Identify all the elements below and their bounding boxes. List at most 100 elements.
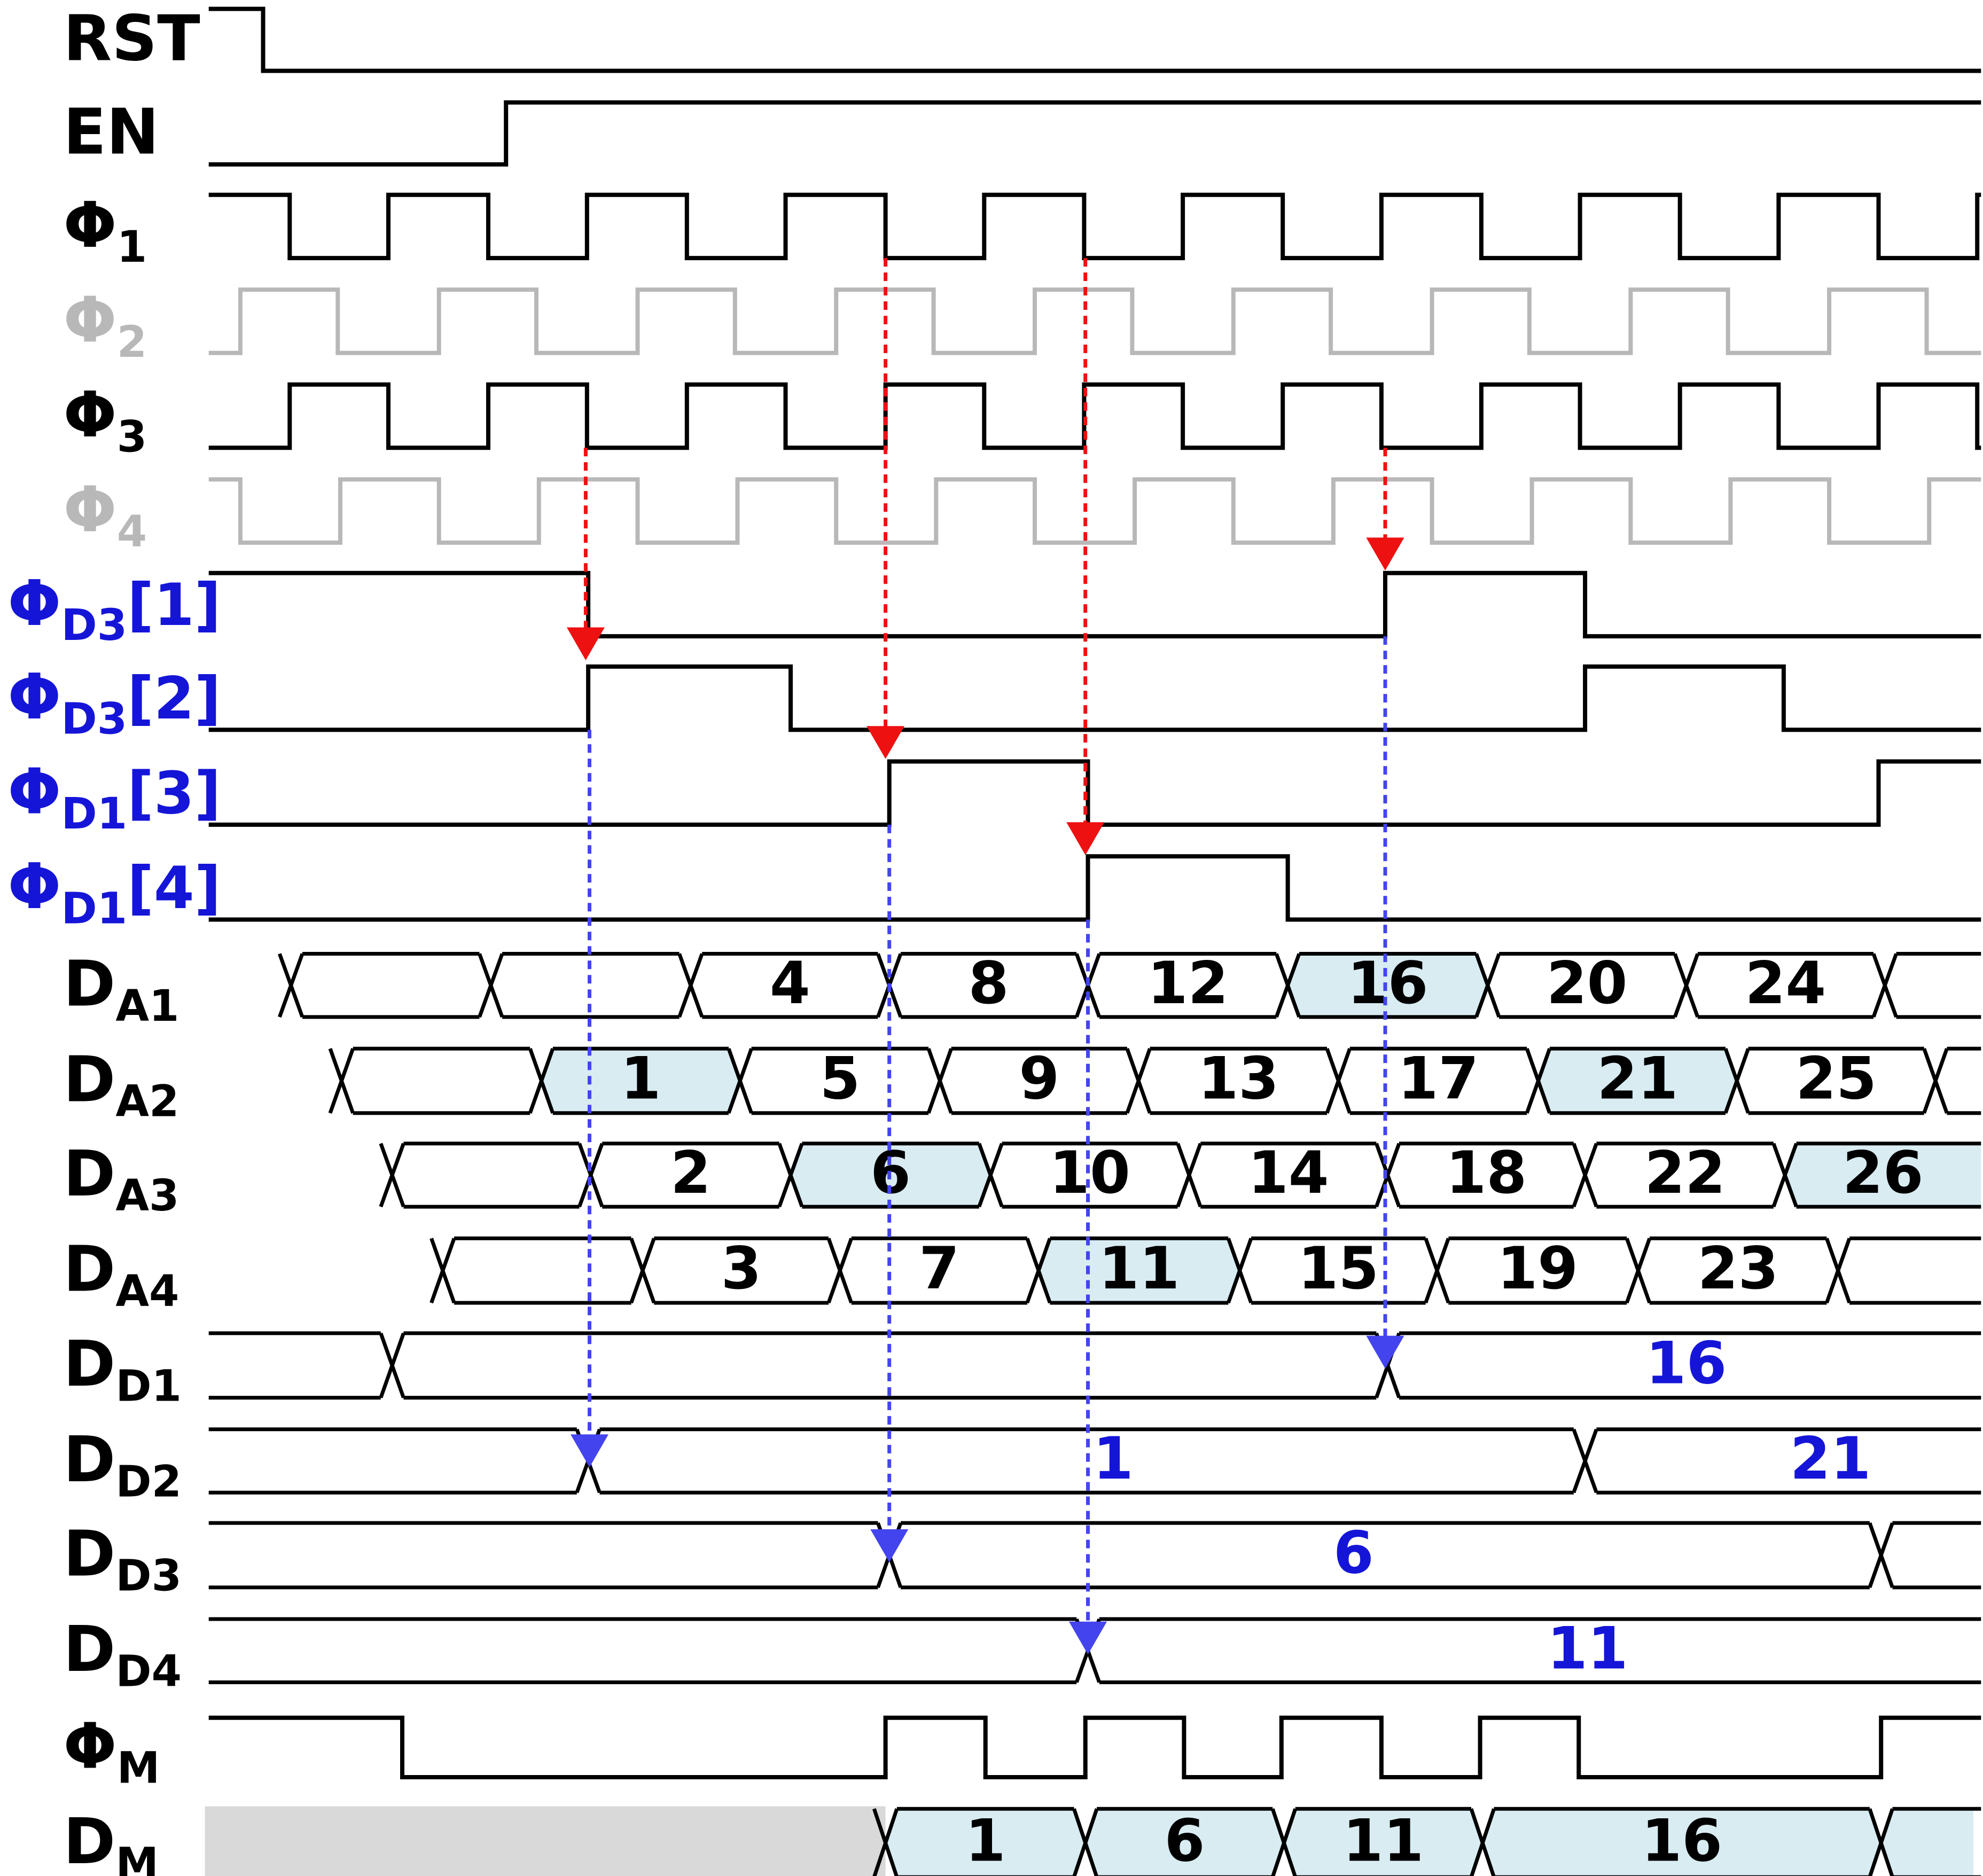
bus-value-dm-11: 11 [1343, 1807, 1424, 1874]
label-sub-dd3: D3 [115, 1551, 182, 1601]
label-sub-phid3_1: D3 [61, 600, 128, 651]
bus-value-da2-17: 17 [1398, 1045, 1479, 1113]
bus-fill-dm-1 [885, 1809, 1086, 1876]
bus-value-dd2-21: 21 [1790, 1425, 1871, 1492]
label-main-dd1: D [63, 1327, 115, 1401]
label-sub-phi4: 4 [117, 507, 147, 557]
label-dd2: DD2 [63, 1422, 182, 1507]
label-main-da3: D [63, 1137, 115, 1210]
bus-value-da3-22: 22 [1644, 1139, 1726, 1207]
bus-dd4 [208, 1617, 1981, 1684]
wave-en [208, 100, 1981, 167]
bus-value-da1-16: 16 [1347, 949, 1428, 1017]
label-sub-da4: A4 [115, 1267, 179, 1317]
bus-value-da3-26: 26 [1843, 1139, 1924, 1207]
label-main-dd4: D [63, 1612, 115, 1686]
arrow-head-red-1 [566, 627, 605, 661]
label-sub-phid3_2: D3 [61, 694, 128, 744]
bus-value-da2-25: 25 [1795, 1045, 1877, 1113]
bus-fill-da1-16 [1287, 953, 1488, 1017]
bus-values-layer: 4812162024159131721252610141822263711151… [620, 949, 1923, 1875]
arrow-head-blue-1 [571, 1434, 608, 1467]
label-suffix-phid3_1: [1] [127, 571, 221, 639]
bus-dd3 [208, 1521, 1981, 1590]
arrow-head-blue-3 [1069, 1621, 1107, 1655]
label-main-phi4: Φ [63, 473, 116, 546]
bus-fill-dm-11 [1284, 1809, 1483, 1876]
label-main-dm: D [63, 1804, 115, 1876]
dm-gray-region [205, 1806, 886, 1876]
bus-fill-dm-6 [1085, 1809, 1284, 1876]
label-main-phi2: Φ [63, 283, 116, 356]
bus-value-da2-9: 9 [1019, 1045, 1059, 1113]
label-main-rst: RST [63, 2, 200, 75]
bus-value-dd4-11: 11 [1547, 1614, 1628, 1682]
bus-value-da4-19: 19 [1497, 1234, 1578, 1302]
bus-value-dd2-1: 1 [1093, 1425, 1134, 1492]
arrow-head-red-2 [866, 726, 905, 759]
bus-value-da3-18: 18 [1446, 1139, 1527, 1207]
label-main-phid3_2: Φ [7, 660, 61, 733]
wave-phi2 [208, 287, 1981, 355]
bus-dm [872, 1807, 1981, 1876]
label-main-dd2: D [63, 1422, 115, 1496]
bus-value-dm-6: 6 [1165, 1807, 1205, 1874]
label-rst: RST [63, 2, 200, 75]
bus-value-da4-15: 15 [1298, 1234, 1379, 1302]
label-sub-phi1: 1 [117, 222, 147, 272]
label-main-phid3_1: Φ [7, 566, 61, 640]
bus-value-da2-1: 1 [620, 1045, 661, 1113]
bus-value-dm-1: 1 [965, 1807, 1006, 1874]
wave-phid3_1 [208, 570, 1981, 639]
label-dm: DM [63, 1804, 159, 1876]
label-da3: DA3 [63, 1137, 179, 1221]
bus-value-da4-3: 3 [721, 1234, 762, 1302]
label-phi2: Φ2 [63, 283, 147, 367]
label-da4: DA4 [63, 1232, 179, 1317]
label-suffix-phid1_4: [4] [127, 854, 221, 922]
label-main-da2: D [63, 1042, 115, 1116]
wave-rst [208, 6, 1981, 73]
bus-da3 [379, 1142, 1981, 1209]
label-sub-phi2: 2 [117, 317, 147, 368]
label-main-dd3: D [63, 1517, 115, 1590]
label-main-da1: D [63, 947, 115, 1021]
wave-phid1_4 [208, 854, 1981, 922]
label-da1: DA1 [63, 947, 179, 1031]
label-phid1_4: ΦD1[4] [7, 849, 221, 934]
bus-value-da1-8: 8 [969, 949, 1009, 1017]
fills-layer [205, 953, 1981, 1876]
label-dd1: DD1 [63, 1327, 182, 1411]
bus-value-da3-2: 2 [670, 1139, 711, 1207]
label-main-phi3: Φ [63, 378, 116, 451]
bus-value-dd3-6: 6 [1333, 1519, 1374, 1587]
label-phid3_1: ΦD3[1] [7, 566, 221, 651]
bus-value-da4-11: 11 [1099, 1234, 1180, 1302]
label-phi1: Φ1 [63, 188, 147, 272]
bus-fill-da3-26 [1785, 1143, 1981, 1207]
label-sub-phi3: 3 [117, 412, 147, 462]
bus-da4 [430, 1236, 1981, 1305]
arrows-layer [566, 258, 1404, 1655]
wave-phid1_3 [208, 759, 1981, 827]
label-sub-da2: A2 [115, 1077, 179, 1127]
label-dd3: DD3 [63, 1517, 182, 1601]
label-sub-phid1_3: D1 [61, 789, 128, 839]
label-da2: DA2 [63, 1042, 179, 1127]
bus-value-da4-23: 23 [1698, 1234, 1779, 1302]
label-dd4: DD4 [63, 1612, 182, 1697]
label-main-phid1_3: Φ [7, 755, 61, 828]
arrow-head-blue-4 [1366, 1335, 1404, 1369]
label-sub-da1: A1 [115, 981, 179, 1031]
dm-fill-tail [1881, 1809, 1974, 1876]
label-main-da4: D [63, 1232, 115, 1306]
label-suffix-phid3_2: [2] [127, 665, 221, 732]
label-main-phi1: Φ [63, 188, 116, 262]
label-en: EN [63, 95, 159, 169]
wave-phim [208, 1715, 1981, 1779]
bus-value-da3-14: 14 [1248, 1139, 1329, 1207]
bus-value-da1-12: 12 [1147, 949, 1229, 1017]
bus-value-da2-13: 13 [1198, 1045, 1279, 1113]
label-sub-dd4: D4 [115, 1647, 182, 1697]
